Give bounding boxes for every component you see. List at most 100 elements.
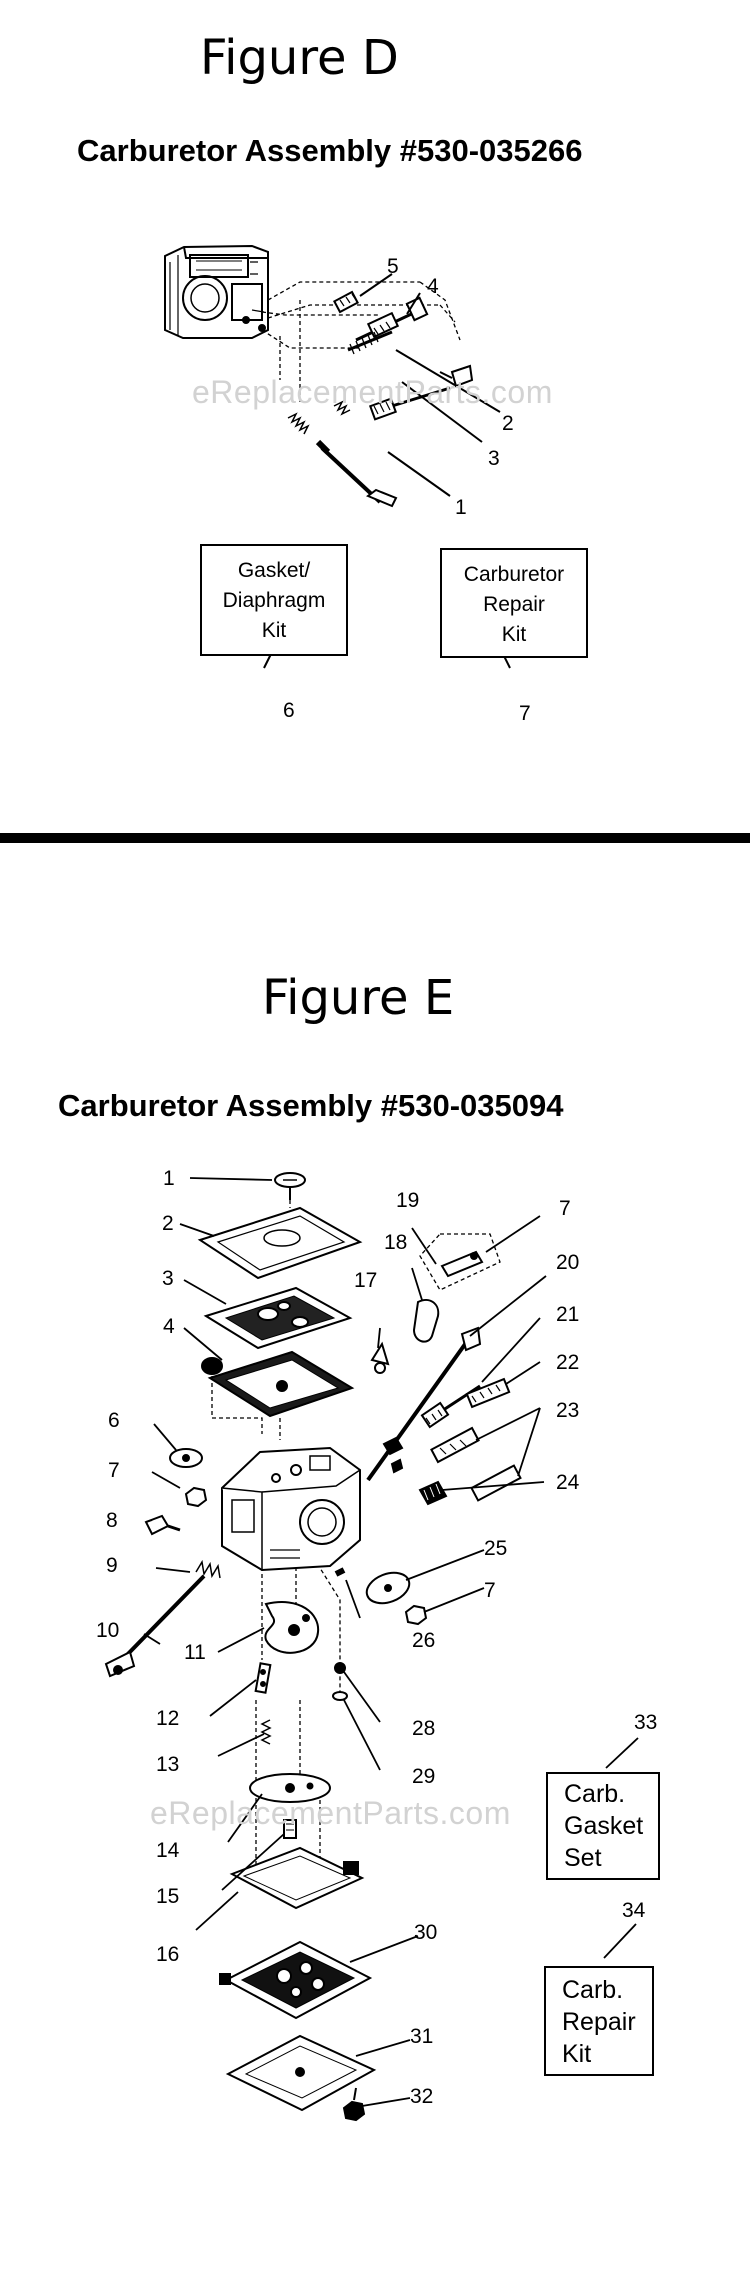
d-kit7-line2: Repair (483, 593, 545, 616)
e-callout-16: 16 (156, 1943, 180, 1966)
e-callout-11: 11 (184, 1641, 206, 1664)
e-part-11-plate (264, 1601, 320, 1654)
e-callout-23: 23 (556, 1399, 580, 1422)
e-callout-29: 29 (412, 1765, 436, 1788)
d-kit7-line3: Kit (501, 623, 527, 646)
e-part-7-nut (184, 1486, 208, 1508)
d-callout-2: 2 (502, 412, 514, 435)
d-kit6-line1: Gasket/ (237, 559, 311, 582)
figure-e-title: Figure E (262, 970, 455, 1026)
e-callout-2: 2 (162, 1212, 174, 1235)
e-part-3-gasket (203, 1286, 353, 1350)
e-kit34-line1: Carb. (562, 1976, 624, 2004)
d-part-5-screw (333, 290, 359, 314)
e-callout-8: 8 (106, 1509, 118, 1532)
d-part-1-shaft (315, 439, 398, 508)
e-callout-31: 31 (410, 2025, 434, 2048)
e-leader-lines (143, 1177, 639, 2107)
e-callout-30: 30 (414, 1921, 438, 1944)
d-carburetor-repair-kit-box: Carburetor Repair Kit (440, 548, 588, 658)
e-part-24-springs (382, 1436, 448, 1506)
d-callout-6: 6 (283, 699, 295, 722)
d-callout-7: 7 (519, 702, 531, 725)
e-kit33-line2: Gasket (564, 1812, 644, 1840)
e-part-2-cover (197, 1206, 363, 1280)
e-callout-17: 17 (354, 1269, 378, 1292)
e-part-29-washer (332, 1691, 348, 1701)
e-callout-25: 25 (484, 1537, 508, 1560)
e-part-4-diaphragm (201, 1350, 355, 1418)
d-kit6-line3: Kit (261, 619, 287, 642)
e-part-19-lever (440, 1250, 484, 1278)
e-part-20-shaft (366, 1326, 482, 1482)
e-part-18-sleeve (412, 1298, 440, 1343)
e-callout-7b: 7 (559, 1197, 571, 1220)
e-callout-21: 21 (556, 1303, 580, 1326)
e-carb-repair-kit-box: Carb. Repair Kit (544, 1966, 654, 2076)
figure-d-exploded-diagram (164, 244, 511, 669)
e-part-17-clip (370, 1341, 390, 1374)
figure-d-title: Figure D (200, 30, 399, 86)
e-part-10-shaft (104, 1574, 206, 1678)
e-part-6-washer (169, 1448, 203, 1468)
e-part-15-screw (283, 1819, 297, 1839)
e-callout-14: 14 (156, 1839, 180, 1862)
e-callout-7a: 7 (108, 1459, 120, 1482)
e-callout-1: 1 (163, 1167, 175, 1190)
e-kit33-line3: Set (564, 1844, 602, 1872)
d-part-2-spring (347, 330, 474, 388)
e-part-8-fitting (144, 1514, 181, 1536)
section-divider (0, 833, 750, 843)
e-callout-18: 18 (384, 1231, 408, 1254)
e-watermark: eReplacementParts.com (150, 1795, 511, 1831)
e-callout-24: 24 (556, 1471, 580, 1494)
d-kit7-line1: Carburetor (463, 563, 565, 586)
e-part-22-needle (465, 1377, 511, 1409)
d-callout-3: 3 (488, 447, 500, 470)
e-part-32-screw (342, 2087, 366, 2122)
e-part-28-ball (334, 1662, 346, 1674)
d-watermark: eReplacementParts.com (192, 374, 553, 410)
d-callout-1: 1 (455, 496, 467, 519)
e-part-13-spring (260, 1719, 272, 1745)
d-leader-lines (263, 273, 511, 669)
e-callout-7c: 7 (484, 1579, 496, 1602)
d-kit6-line2: Diaphragm (222, 589, 326, 612)
e-kit34-line3: Kit (562, 2040, 592, 2068)
e-part-25-plate (365, 1571, 411, 1605)
e-part-16-gasket (229, 1846, 365, 1910)
e-part-26-pin (334, 1567, 346, 1577)
e-part-23-needles (430, 1426, 522, 1502)
e-callout-22: 22 (556, 1351, 580, 1374)
d-part-4-needle (355, 296, 429, 342)
e-part-1-screw (274, 1172, 306, 1200)
e-callout-9: 9 (106, 1554, 118, 1577)
e-part-21-needle (420, 1384, 481, 1429)
e-callout-19: 19 (396, 1189, 420, 1212)
e-callout-10: 10 (96, 1619, 120, 1642)
d-part-3-screw (368, 386, 451, 421)
e-callout-28: 28 (412, 1717, 436, 1740)
e-callout-20: 20 (556, 1251, 580, 1274)
e-callout-15: 15 (156, 1885, 180, 1908)
e-kit33-line1: Carb. (564, 1780, 626, 1808)
e-callout-26: 26 (412, 1629, 436, 1652)
d-dashed-assembly-lines (261, 281, 461, 402)
e-callout-32: 32 (410, 2085, 434, 2108)
e-kit34-line2: Repair (562, 2008, 636, 2036)
d-callout-5: 5 (387, 255, 399, 278)
e-carb-gasket-set-box: Carb. Gasket Set (546, 1772, 660, 1880)
e-callout-6: 6 (108, 1409, 120, 1432)
figure-e-assembly-title: Carburetor Assembly #530-035094 (58, 1088, 564, 1123)
e-part-7-nut-lower (404, 1604, 428, 1626)
e-part-30-pump-body (219, 1940, 373, 2020)
d-gasket-diaphragm-kit-box: Gasket/ Diaphragm Kit (200, 544, 348, 656)
e-part-31-cover (225, 2034, 377, 2112)
e-callout-12: 12 (156, 1707, 180, 1730)
d-callout-4: 4 (427, 275, 439, 298)
e-carburetor-body (221, 1446, 361, 1572)
e-callout-4: 4 (163, 1315, 175, 1338)
e-part-12-needle (254, 1662, 272, 1694)
e-callout-33: 33 (634, 1711, 658, 1734)
